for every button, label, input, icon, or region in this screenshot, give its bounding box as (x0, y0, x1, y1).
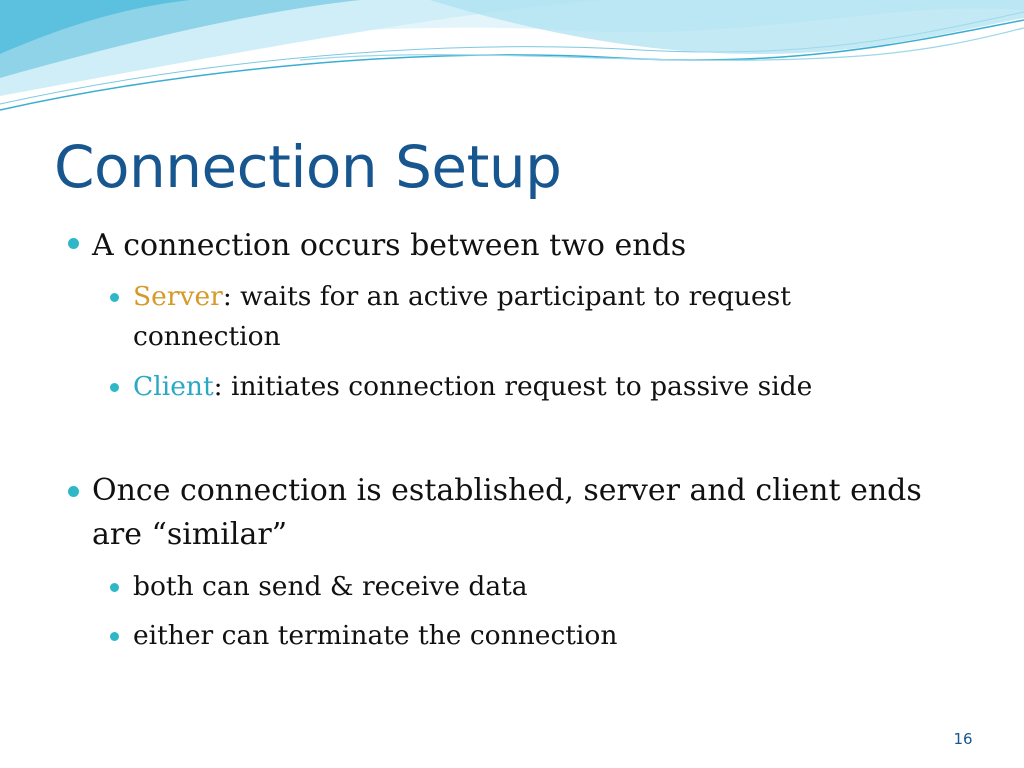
header-wave-decoration (0, 0, 1024, 111)
sub-bullet-client: Client: initiates connection request to … (133, 367, 933, 407)
bullet-dot (68, 238, 79, 249)
bullet-text: A connection occurs between two ends (92, 228, 687, 263)
bullet-text: Once connection is established, server a… (92, 473, 922, 552)
bullet-dot (68, 486, 79, 497)
sub-bullet-text: both can send & receive data (133, 571, 528, 602)
sub-bullet-dot (110, 583, 119, 592)
sub-bullet-dot (110, 632, 119, 641)
sub-bullet-server: Server: waits for an active participant … (133, 277, 933, 357)
sub-bullet-dot (110, 293, 119, 302)
bullet-connection-ends: A connection occurs between two ends (92, 224, 972, 268)
sub-bullet-send-receive: both can send & receive data (133, 567, 933, 607)
sub-bullet-text: either can terminate the connection (133, 620, 618, 651)
bullet-established: Once connection is established, server a… (92, 469, 962, 557)
sub-bullet-dot (110, 383, 119, 392)
sub-bullet-text: : waits for an active participant to req… (133, 281, 791, 352)
client-label: Client (133, 371, 214, 402)
page-number: 16 (953, 730, 973, 748)
server-label: Server (133, 281, 223, 312)
slide-title: Connection Setup (54, 133, 562, 201)
sub-bullet-text: : initiates connection request to passiv… (213, 371, 813, 402)
sub-bullet-terminate: either can terminate the connection (133, 616, 933, 656)
